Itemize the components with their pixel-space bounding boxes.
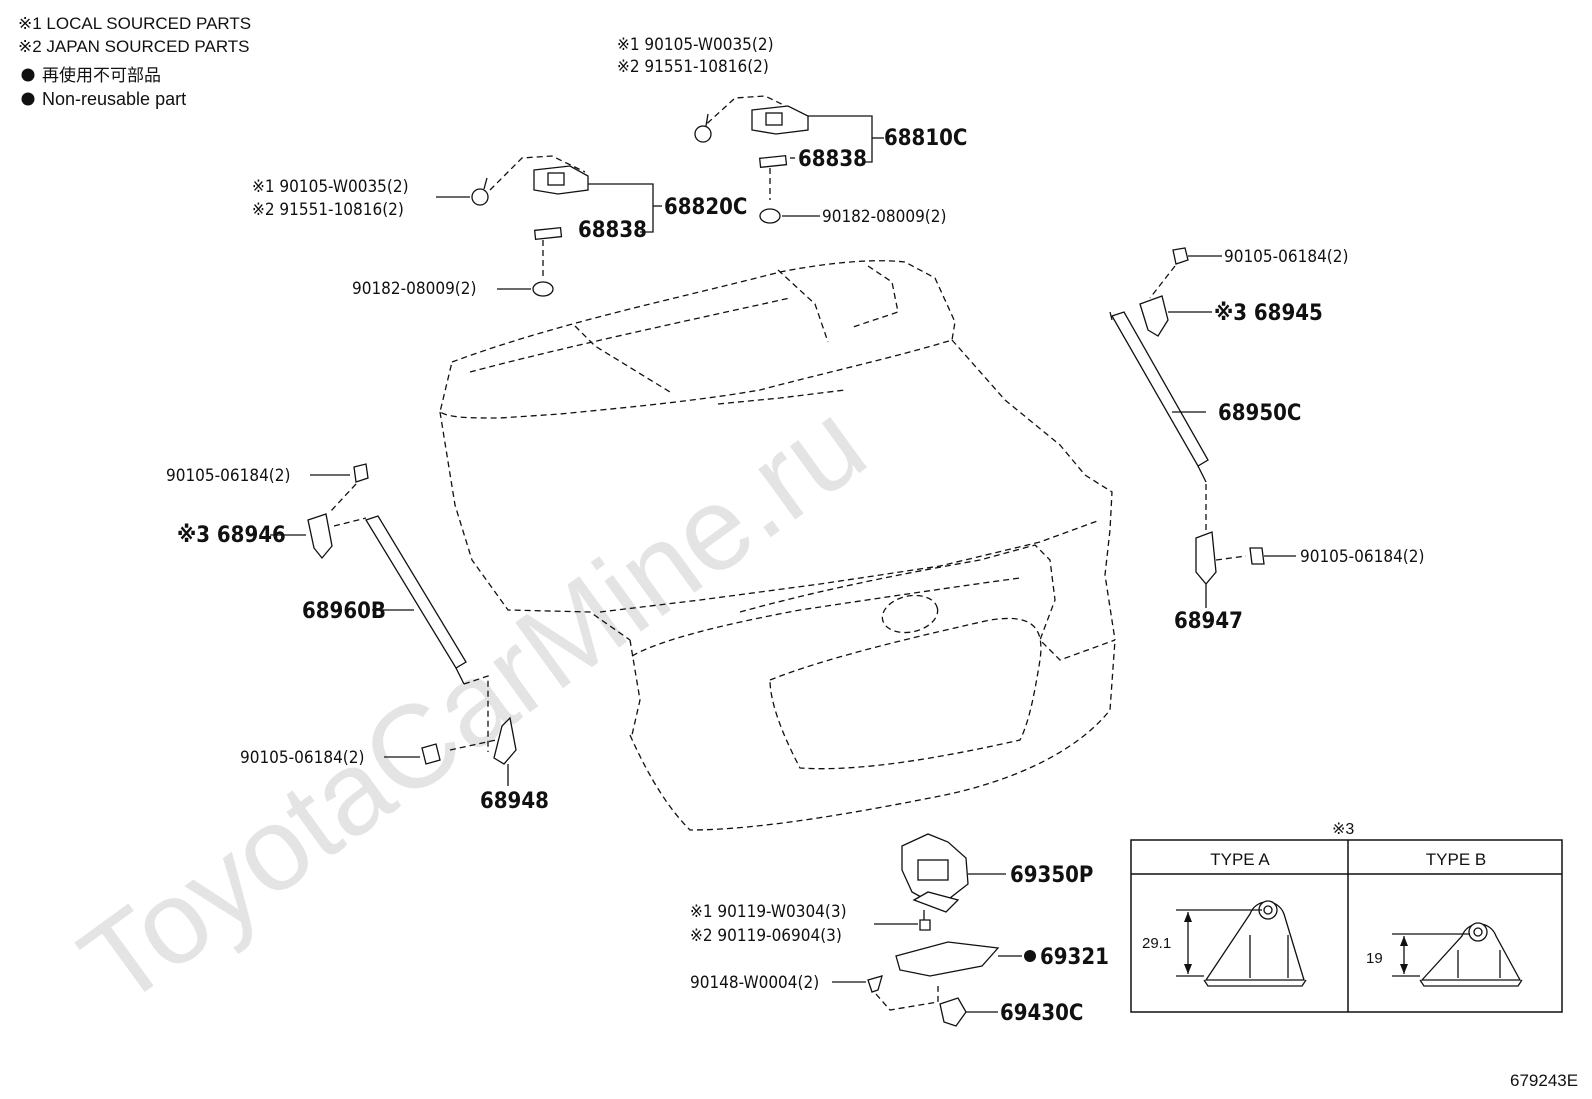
non-reusable-dot-icon xyxy=(1024,950,1036,962)
shim-icon xyxy=(533,226,563,241)
label-lock-bolt-1: ※1 90119-W0304(3) xyxy=(690,902,847,922)
label-bracket-rh-lower: 68947 xyxy=(1174,609,1243,634)
type-a-header: TYPE A xyxy=(1210,850,1270,869)
bracket-icon xyxy=(493,716,517,765)
label-hinge-lh-bolt-1: ※1 90105-W0035(2) xyxy=(252,177,409,197)
striker-icon xyxy=(939,997,967,1027)
label-bolt-lh-lower: 90105-06184(2) xyxy=(240,748,364,768)
label-hinge-rh-bolt-2: ※2 91551-10816(2) xyxy=(617,57,769,77)
bolt-icon xyxy=(1249,547,1265,565)
type-b-bracket-icon xyxy=(1392,922,1523,987)
bracket-icon xyxy=(1195,531,1217,586)
label-hinge-lh: 68820C xyxy=(664,195,747,220)
type-a-dimension: 29.1 xyxy=(1142,935,1171,952)
diagram-code: 679243E xyxy=(1510,1071,1578,1090)
bolt-icon xyxy=(421,743,441,765)
type-b-dimension: 19 xyxy=(1366,950,1383,967)
label-bracket-lh-upper: ※3 68946 xyxy=(177,523,286,548)
label-stay-lh: 68960B xyxy=(302,599,386,624)
bolt-icon xyxy=(694,125,712,143)
label-lock: 69350P xyxy=(1010,863,1093,888)
nut-icon xyxy=(532,281,554,297)
bracket-icon xyxy=(1139,295,1169,337)
label-bracket-lh-lower: 68948 xyxy=(480,789,549,814)
label-striker: 69430C xyxy=(1000,1001,1083,1026)
type-table-note: ※3 xyxy=(1332,821,1354,838)
back-door-panel xyxy=(439,260,1116,831)
legend-note-1: ※1 LOCAL SOURCED PARTS xyxy=(18,14,251,33)
nut-icon xyxy=(759,208,781,224)
bolt-icon xyxy=(919,919,931,931)
label-hinge-lh-bolt-2: ※2 91551-10816(2) xyxy=(252,200,404,220)
stay-rh xyxy=(1109,247,1296,608)
cover-icon xyxy=(895,941,1000,977)
legend-nonreusable-jp: 再使用不可部品 xyxy=(42,65,161,85)
bolt-icon xyxy=(1172,247,1189,265)
type-a-bracket-icon xyxy=(1176,900,1307,987)
label-bolt-lh-upper: 90105-06184(2) xyxy=(166,466,290,486)
bolt-icon xyxy=(353,463,369,483)
screw-icon xyxy=(867,975,883,993)
label-bracket-rh-upper: ※3 68945 xyxy=(1214,301,1323,326)
label-hinge-rh-bolt-1: ※1 90105-W0035(2) xyxy=(617,35,774,55)
label-lock-cover: 69321 xyxy=(1040,945,1109,970)
label-screw: 90148-W0004(2) xyxy=(690,973,819,993)
label-stay-rh: 68950C xyxy=(1218,401,1301,426)
type-b-header: TYPE B xyxy=(1426,850,1486,869)
label-hinge-rh-nut: 90182-08009(2) xyxy=(822,207,946,227)
non-reusable-dot-icon xyxy=(21,92,35,106)
bracket-icon xyxy=(307,513,333,560)
legend-nonreusable-en: Non-reusable part xyxy=(42,89,186,109)
lock-assembly xyxy=(832,833,1036,1027)
non-reusable-dot-icon xyxy=(21,68,35,82)
legend-note-2: ※2 JAPAN SOURCED PARTS xyxy=(18,37,250,56)
label-bolt-rh-lower: 90105-06184(2) xyxy=(1300,547,1424,567)
label-lock-bolt-2: ※2 90119-06904(3) xyxy=(690,926,842,946)
stay-lh xyxy=(270,463,517,786)
hinge-lh xyxy=(436,155,662,297)
label-hinge-lh-nut: 90182-08009(2) xyxy=(352,279,476,299)
label-hinge-rh: 68810C xyxy=(884,126,967,151)
label-bolt-rh-upper: 90105-06184(2) xyxy=(1224,247,1348,267)
bolt-icon xyxy=(471,188,489,206)
label-hinge-rh-shim: 68838 xyxy=(798,147,867,172)
hinge-rh xyxy=(694,95,884,224)
shim-icon xyxy=(758,154,788,169)
label-hinge-lh-shim: 68838 xyxy=(578,218,647,243)
bracket-type-table: ※3 TYPE A TYPE B 29.1 xyxy=(1130,821,1563,1013)
